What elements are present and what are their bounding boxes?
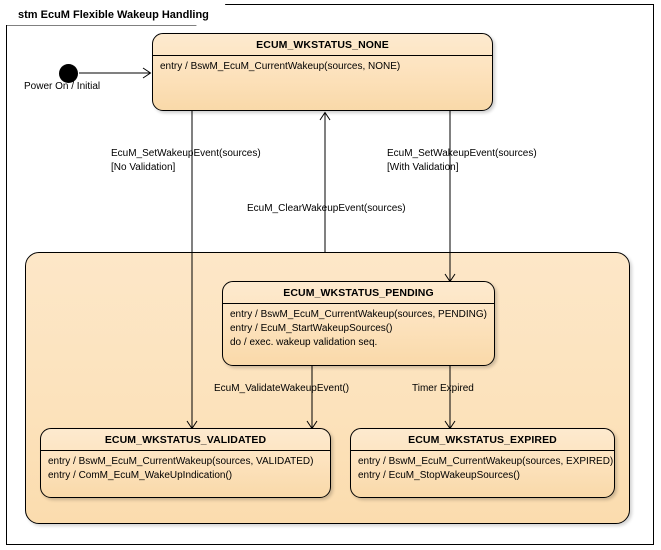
state-line: entry / BswM_EcuM_CurrentWakeup(sources,…	[230, 309, 487, 320]
state-line: entry / ComM_EcuM_WakeUpIndication()	[48, 470, 233, 481]
diagram-frame-tab: stm EcuM Flexible Wakeup Handling	[6, 4, 235, 25]
state-body-none: entry / BswM_EcuM_CurrentWakeup(sources,…	[153, 56, 492, 79]
state-body-expired: entry / BswM_EcuM_CurrentWakeup(sources,…	[351, 451, 614, 488]
transition-label-no-validation-guard: [No Validation]	[111, 162, 176, 173]
state-ecum-wkstatus-validated[interactable]: ECUM_WKSTATUS_VALIDATED entry / BswM_Ecu…	[40, 428, 331, 498]
initial-pseudostate	[59, 64, 78, 83]
state-ecum-wkstatus-pending[interactable]: ECUM_WKSTATUS_PENDING entry / BswM_EcuM_…	[222, 281, 495, 366]
initial-state-label: Power On / Initial	[24, 81, 101, 92]
state-title-expired: ECUM_WKSTATUS_EXPIRED	[351, 429, 614, 451]
state-line: entry / EcuM_StartWakeupSources()	[230, 323, 393, 334]
transition-label-clear-wakeup-event: EcuM_ClearWakeupEvent(sources)	[247, 203, 406, 214]
state-title-validated: ECUM_WKSTATUS_VALIDATED	[41, 429, 330, 451]
transition-label-validate-wakeup-event: EcuM_ValidateWakeupEvent()	[214, 383, 350, 394]
state-body-pending: entry / BswM_EcuM_CurrentWakeup(sources,…	[223, 304, 494, 355]
transition-label-with-validation-guard: [With Validation]	[387, 162, 459, 173]
diagram-title: stm EcuM Flexible Wakeup Handling	[18, 8, 209, 21]
state-ecum-wkstatus-none[interactable]: ECUM_WKSTATUS_NONE entry / BswM_EcuM_Cur…	[152, 33, 493, 111]
state-ecum-wkstatus-expired[interactable]: ECUM_WKSTATUS_EXPIRED entry / BswM_EcuM_…	[350, 428, 615, 498]
state-title-none: ECUM_WKSTATUS_NONE	[153, 34, 492, 56]
state-line: entry / BswM_EcuM_CurrentWakeup(sources,…	[48, 456, 314, 467]
transition-label-no-validation-event: EcuM_SetWakeupEvent(sources)	[111, 148, 261, 159]
state-line: entry / BswM_EcuM_CurrentWakeup(sources,…	[358, 456, 614, 467]
transition-label-timer-expired: Timer Expired	[412, 383, 474, 394]
state-line: entry / BswM_EcuM_CurrentWakeup(sources,…	[160, 61, 401, 72]
state-body-validated: entry / BswM_EcuM_CurrentWakeup(sources,…	[41, 451, 330, 488]
state-line: do / exec. wakeup validation seq.	[230, 337, 378, 348]
state-line: entry / EcuM_StopWakeupSources()	[358, 470, 520, 481]
state-title-pending: ECUM_WKSTATUS_PENDING	[223, 282, 494, 304]
diagram-frame	[6, 4, 654, 545]
transition-label-with-validation-event: EcuM_SetWakeupEvent(sources)	[387, 148, 537, 159]
